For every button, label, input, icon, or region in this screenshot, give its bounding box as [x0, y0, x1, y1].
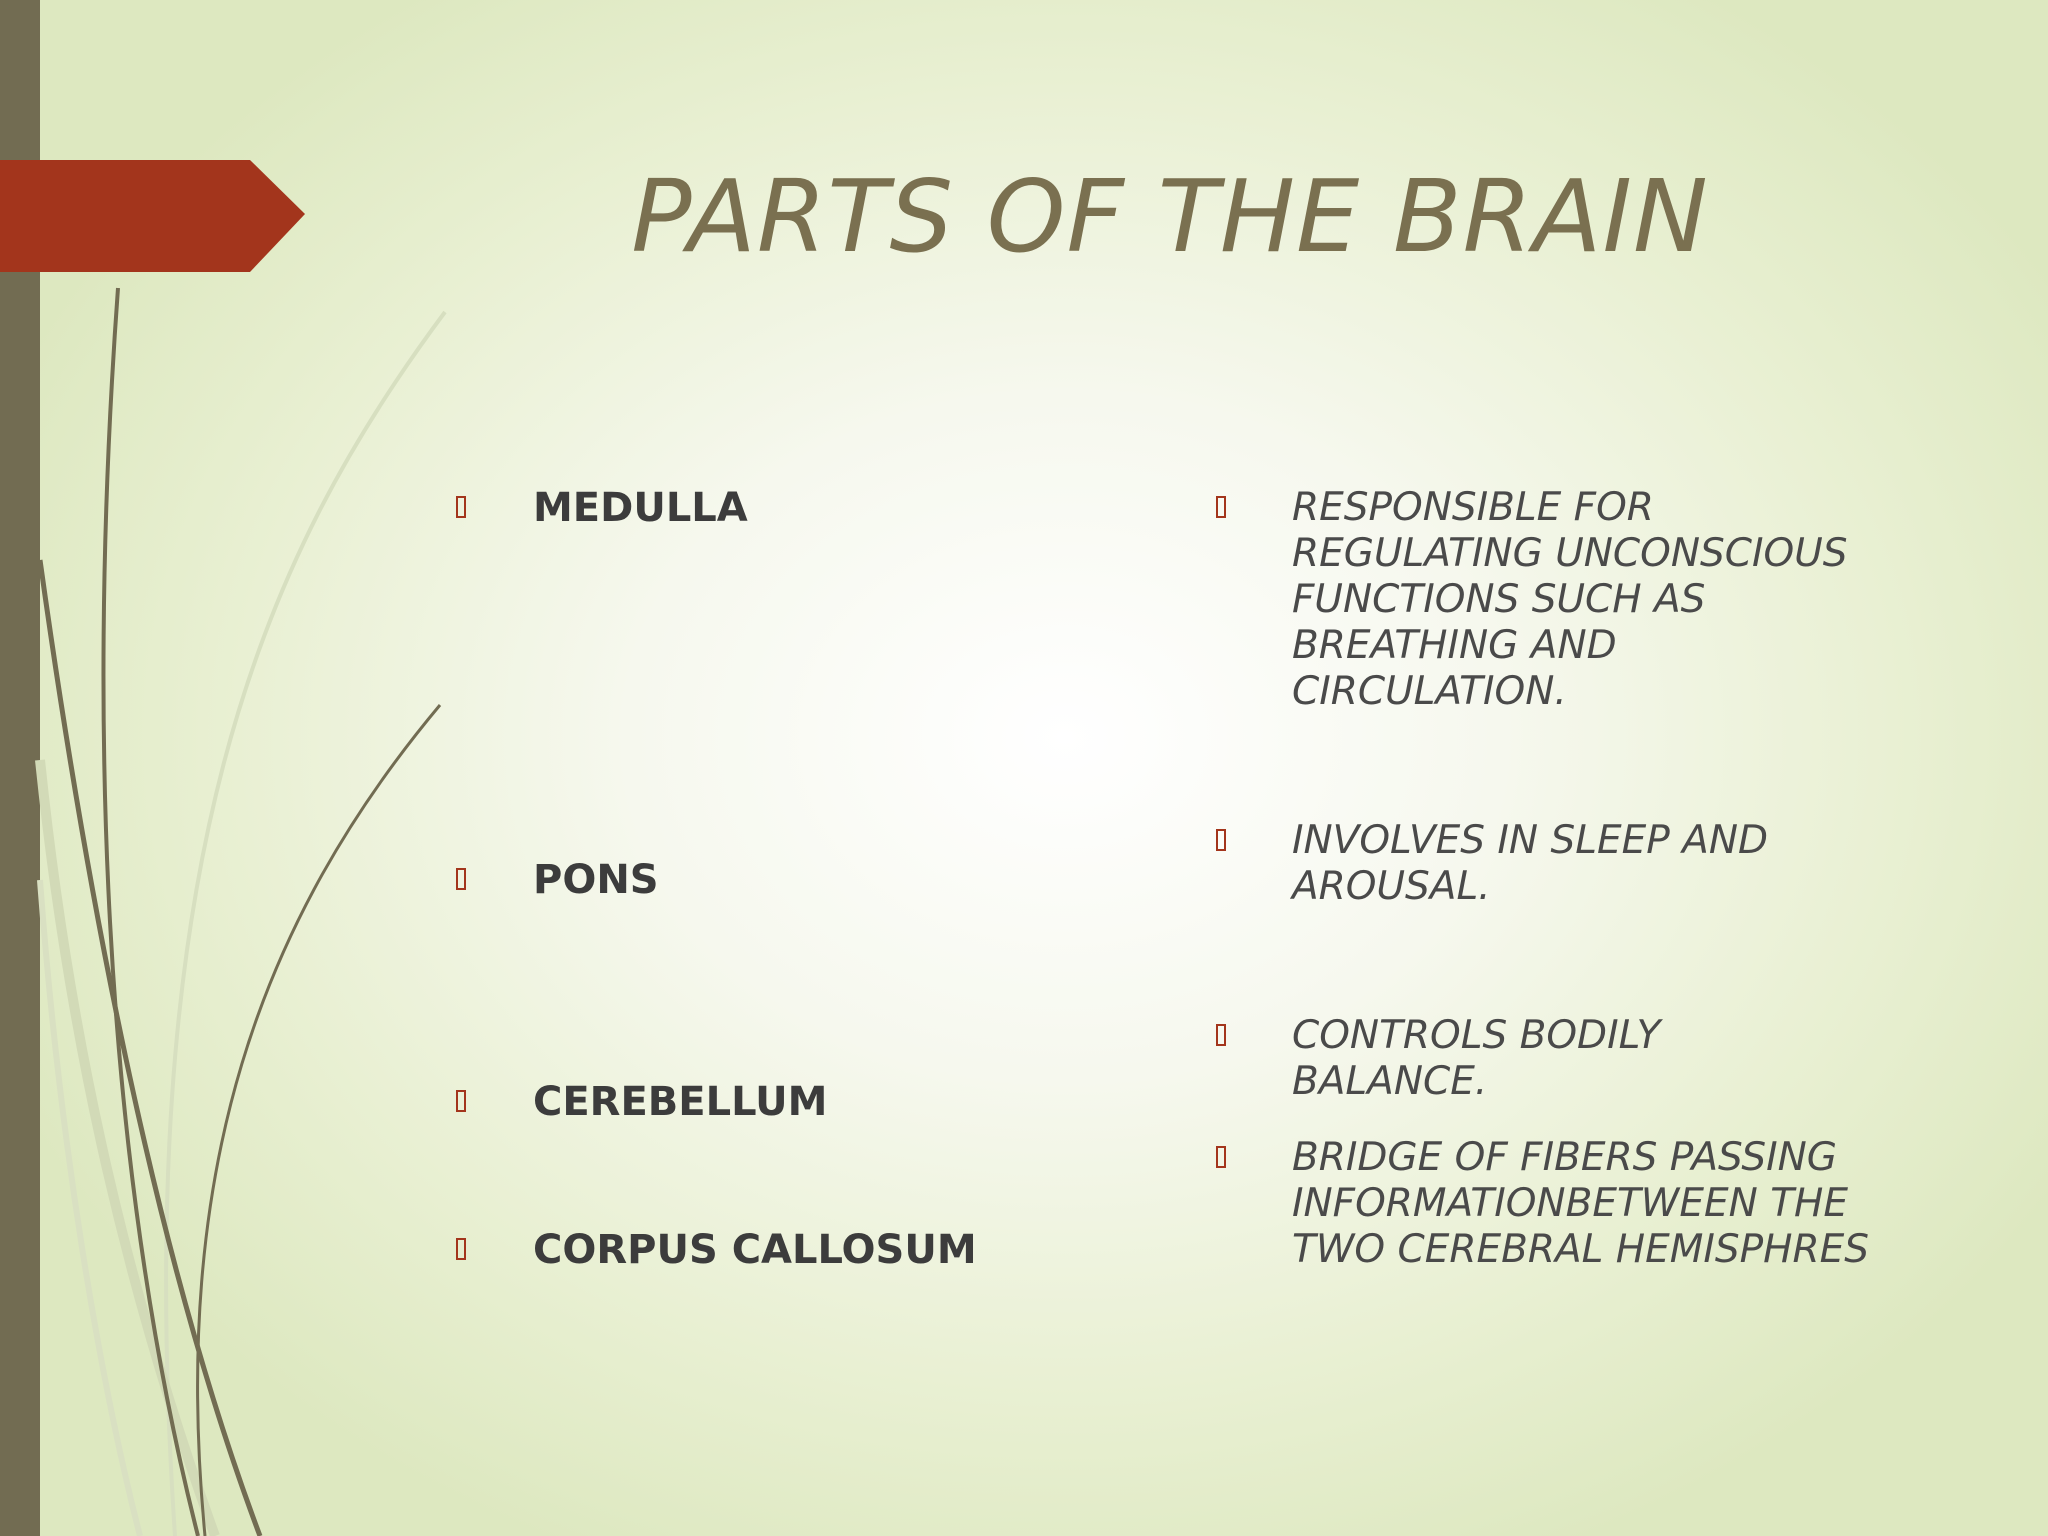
list-item-cerebellum: CEREBELLUM: [533, 1079, 828, 1125]
square-bullet-icon: [456, 1090, 466, 1112]
square-bullet-icon: [456, 496, 466, 518]
square-bullet-icon: [1216, 1024, 1226, 1046]
list-item-corpus-callosum: CORPUS CALLOSUM: [533, 1227, 977, 1273]
list-item-medulla: MEDULLA: [533, 485, 748, 531]
description-corpus-callosum: BRIDGE OF FIBERS PASSING INFORMATIONBETW…: [1292, 1135, 1869, 1272]
description-medulla: RESPONSIBLE FOR REGULATING UNCONSCIOUS F…: [1292, 485, 1848, 714]
red-arrow-tab: [0, 160, 305, 272]
square-bullet-icon: [1216, 1146, 1226, 1168]
list-item-pons: PONS: [533, 857, 659, 903]
square-bullet-icon: [456, 1238, 466, 1260]
description-cerebellum: CONTROLS BODILY BALANCE.: [1292, 1013, 1661, 1104]
slide-title: PARTS OF THE BRAIN: [631, 158, 1709, 275]
description-pons: INVOLVES IN SLEEP AND AROUSAL.: [1292, 818, 1769, 909]
square-bullet-icon: [1216, 829, 1226, 851]
square-bullet-icon: [456, 868, 466, 890]
square-bullet-icon: [1216, 496, 1226, 518]
